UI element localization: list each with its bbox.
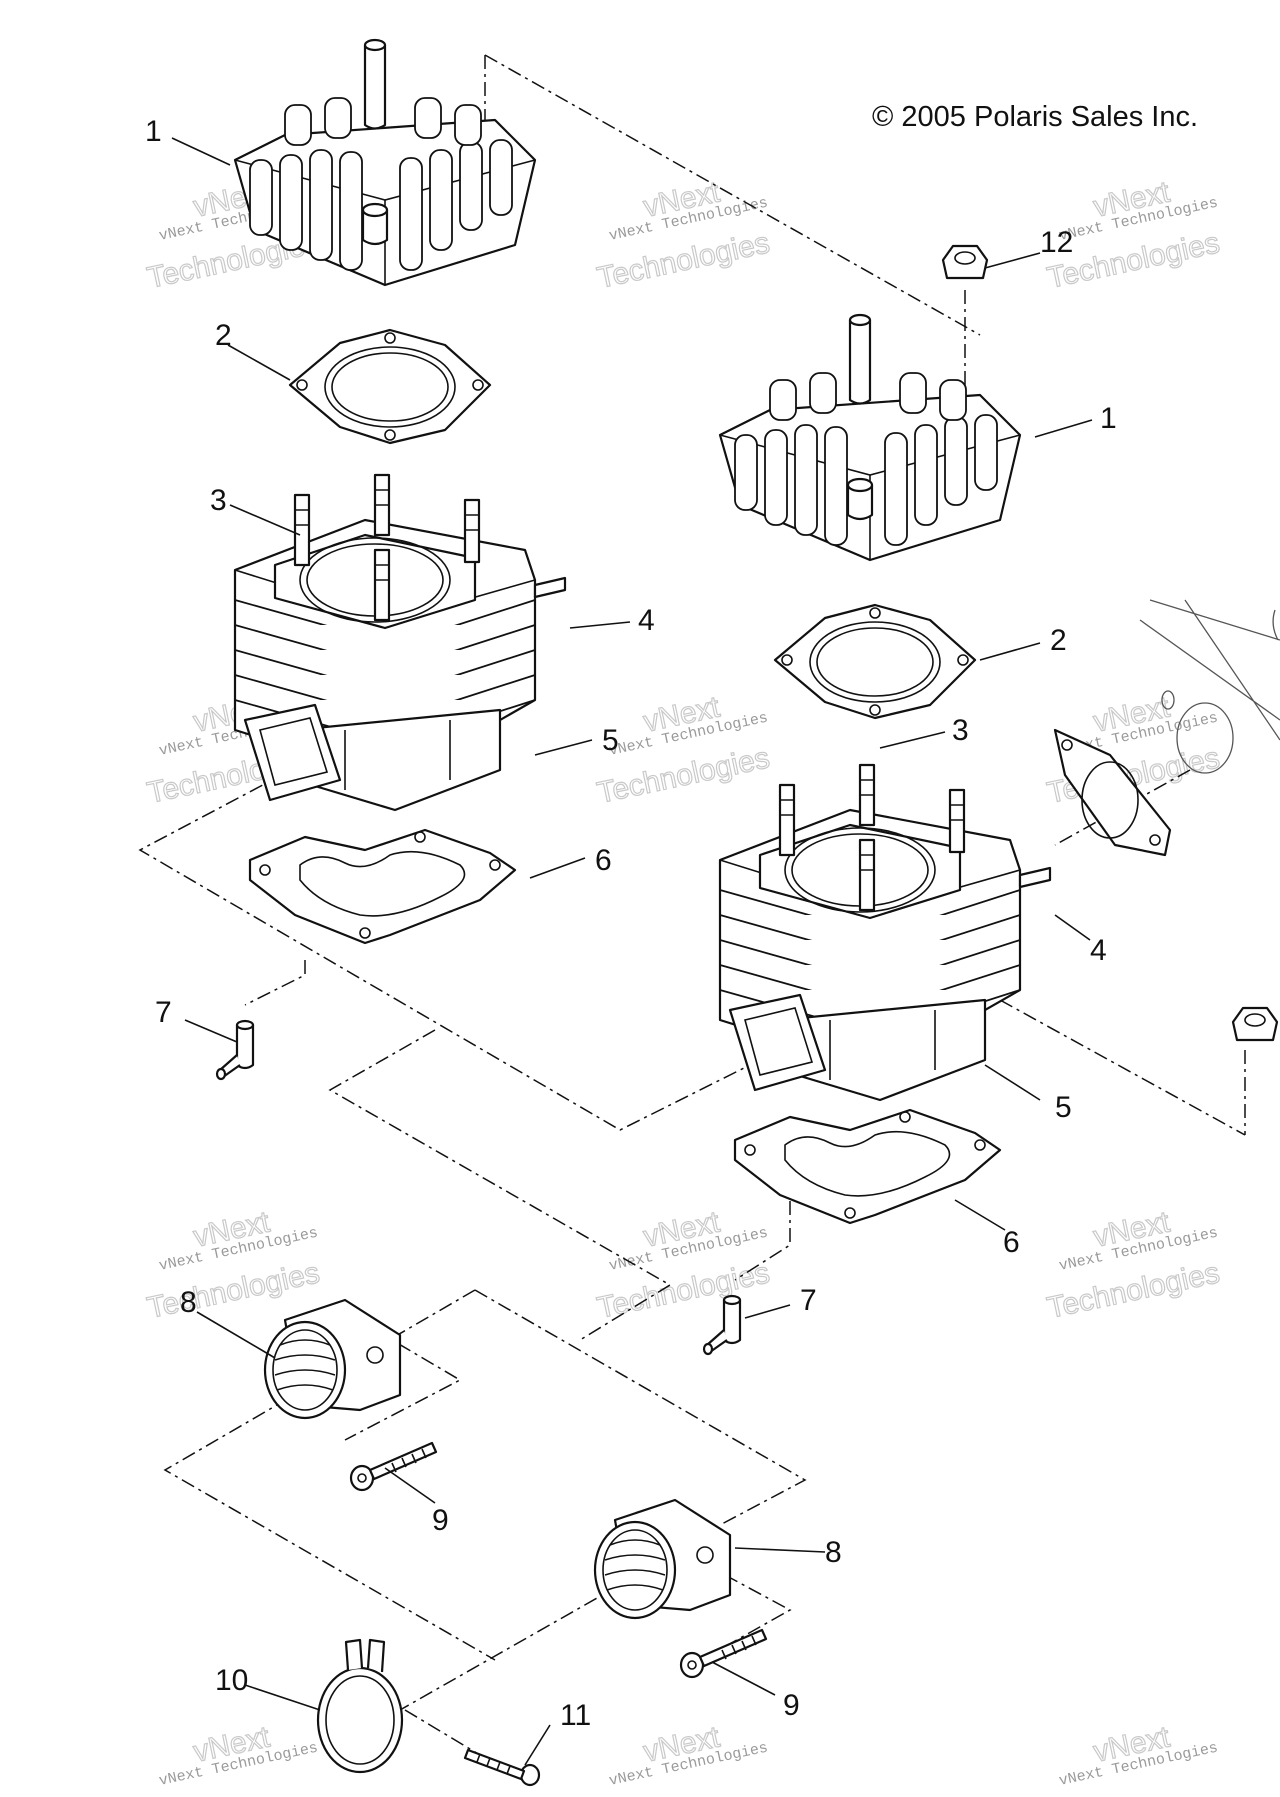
copyright-notice: © 2005 Polaris Sales Inc. bbox=[872, 101, 1198, 133]
callout-5-right: 5 bbox=[1055, 1091, 1072, 1124]
callout-numbers: 1 2 3 4 5 6 7 12 1 2 3 4 5 6 7 8 9 8 9 1… bbox=[145, 115, 1117, 1732]
callout-3-left: 3 bbox=[210, 484, 227, 517]
callout-5-left: 5 bbox=[602, 724, 619, 757]
intake-boot-upper bbox=[263, 1298, 402, 1420]
callout-9-upper: 9 bbox=[432, 1504, 449, 1537]
callout-10: 10 bbox=[215, 1664, 248, 1697]
callout-8-upper: 8 bbox=[180, 1286, 197, 1319]
nut-12 bbox=[941, 244, 989, 280]
callout-1-right: 1 bbox=[1100, 402, 1117, 435]
base-gasket-left bbox=[248, 828, 517, 945]
callout-4-right: 4 bbox=[1090, 934, 1107, 967]
callout-12: 12 bbox=[1040, 226, 1073, 259]
callout-6-right: 6 bbox=[1003, 1226, 1020, 1259]
screw-11 bbox=[463, 1748, 541, 1787]
base-gasket-right bbox=[733, 1108, 1002, 1225]
leader-lines bbox=[171, 137, 1093, 1766]
callout-9-lower: 9 bbox=[783, 1689, 800, 1722]
fitting-right bbox=[702, 1294, 742, 1356]
callout-1-left: 1 bbox=[145, 115, 162, 148]
callout-2-left: 2 bbox=[215, 319, 232, 352]
head-gasket-left bbox=[288, 328, 492, 445]
nut-right-edge bbox=[1231, 1006, 1279, 1042]
callout-7-left: 7 bbox=[155, 996, 172, 1029]
exhaust-gasket-right bbox=[1053, 728, 1172, 857]
clamp-10 bbox=[316, 1638, 404, 1774]
callout-6-left: 6 bbox=[595, 844, 612, 877]
callout-7-right: 7 bbox=[800, 1284, 817, 1317]
callout-2-right: 2 bbox=[1050, 624, 1067, 657]
callout-8-lower: 8 bbox=[825, 1536, 842, 1569]
head-gasket-right bbox=[773, 603, 977, 720]
bolt-lower bbox=[679, 1628, 768, 1679]
cylinder-left bbox=[233, 473, 567, 812]
intake-boot-lower bbox=[593, 1498, 732, 1620]
cylinder-right bbox=[718, 763, 1052, 1102]
callout-11: 11 bbox=[560, 1699, 591, 1732]
bolt-upper bbox=[349, 1441, 438, 1492]
cylinder-head-right bbox=[718, 313, 1022, 562]
callout-4-left: 4 bbox=[638, 604, 655, 637]
callout-3-right: 3 bbox=[952, 714, 969, 747]
fitting-left bbox=[215, 1019, 255, 1081]
